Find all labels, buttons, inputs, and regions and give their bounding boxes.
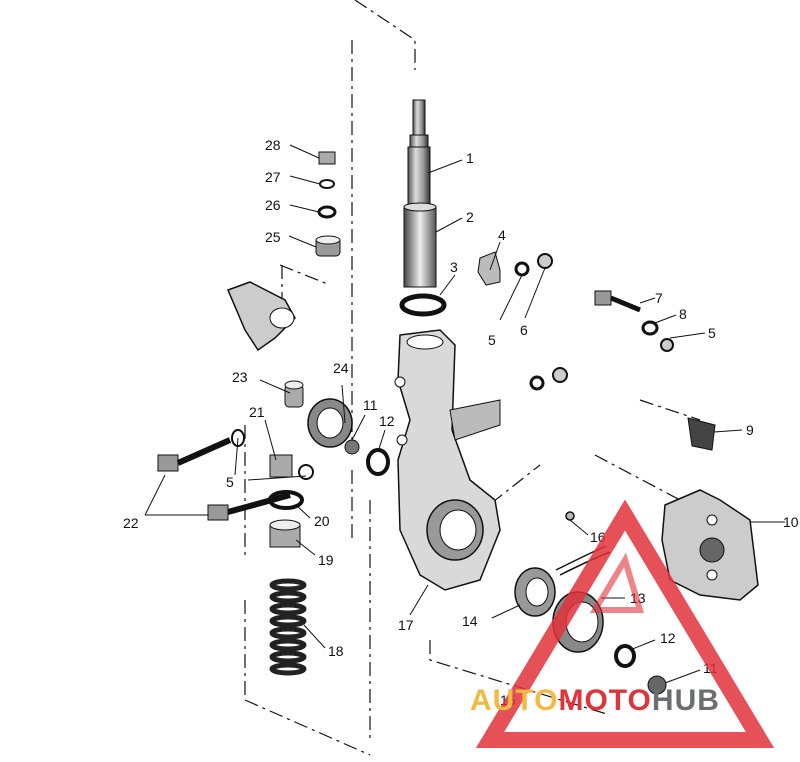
label-6: 6 xyxy=(520,322,528,338)
svg-text:AUTOMOTOHUB: AUTOMOTOHUB xyxy=(470,684,720,717)
label-7: 7 xyxy=(655,290,663,306)
part-12-washer-lower xyxy=(614,644,636,668)
part-6-nut-lower xyxy=(552,367,568,383)
part-23-bushing xyxy=(284,380,304,408)
part-21-nut xyxy=(269,454,293,478)
part-6-nut xyxy=(537,253,553,269)
label-23: 23 xyxy=(232,369,248,385)
label-12-b: 12 xyxy=(660,630,676,646)
part-2-tube xyxy=(403,202,437,288)
label-5-b: 5 xyxy=(708,325,716,341)
part-7-bolt xyxy=(594,290,641,313)
part-19-nut xyxy=(269,519,301,548)
label-11-a: 11 xyxy=(363,397,378,413)
label-8: 8 xyxy=(679,306,687,322)
dashed-guide-lines xyxy=(244,0,701,756)
part-18-spring xyxy=(269,578,307,676)
part-12-small-ring xyxy=(366,448,390,476)
part-26-washer xyxy=(317,205,337,219)
watermark-hub: HUB xyxy=(652,684,720,717)
part-3-ring xyxy=(399,293,447,317)
part-5-washer xyxy=(514,261,530,277)
label-9: 9 xyxy=(746,422,754,438)
label-1: 1 xyxy=(466,150,474,166)
part-11-small-nut xyxy=(344,439,360,455)
part-25-bearing xyxy=(315,235,341,257)
part-10-caliper xyxy=(661,489,759,601)
label-17: 17 xyxy=(398,617,414,633)
part-4-bracket xyxy=(477,251,501,286)
part-20-washer xyxy=(268,490,304,510)
part-28-nut xyxy=(318,151,336,165)
part-1-shaft xyxy=(407,99,431,208)
part-27-washer xyxy=(319,179,335,189)
label-28: 28 xyxy=(265,137,281,153)
label-14: 14 xyxy=(462,613,478,629)
part-5-washer-lower xyxy=(529,375,545,391)
label-5-c: 5 xyxy=(226,474,234,490)
label-27: 27 xyxy=(265,169,281,185)
label-2: 2 xyxy=(466,209,474,225)
part-14-rotor xyxy=(514,567,556,617)
part-17-knuckle xyxy=(394,329,501,591)
part-11-nut-lower xyxy=(647,675,667,695)
leader-lines xyxy=(144,144,785,684)
label-18: 18 xyxy=(328,643,344,659)
label-10: 10 xyxy=(783,514,799,530)
part-5-nut-right xyxy=(660,338,674,352)
label-19: 19 xyxy=(318,552,334,568)
label-21: 21 xyxy=(249,404,265,420)
part-9-pad xyxy=(687,417,716,451)
label-26: 26 xyxy=(265,197,281,213)
label-25: 25 xyxy=(265,229,281,245)
label-24: 24 xyxy=(333,360,349,376)
label-12-a: 12 xyxy=(379,413,395,429)
label-5-a: 5 xyxy=(488,332,496,348)
part-5-washer-mid xyxy=(298,464,314,480)
label-20: 20 xyxy=(314,513,330,529)
watermark-logo: AUTOMOTOHUB xyxy=(470,499,775,748)
label-22: 22 xyxy=(123,515,139,531)
label-3: 3 xyxy=(450,259,458,275)
watermark-moto: MOTO xyxy=(558,684,651,717)
part-8-washer xyxy=(641,320,659,336)
part-22-bolts xyxy=(157,437,291,521)
label-4: 4 xyxy=(498,227,506,243)
watermark-auto: AUTO xyxy=(470,684,558,717)
watermark-triangle-icon xyxy=(475,499,775,748)
upper-mount xyxy=(227,281,296,352)
part-24-seal xyxy=(307,398,353,448)
